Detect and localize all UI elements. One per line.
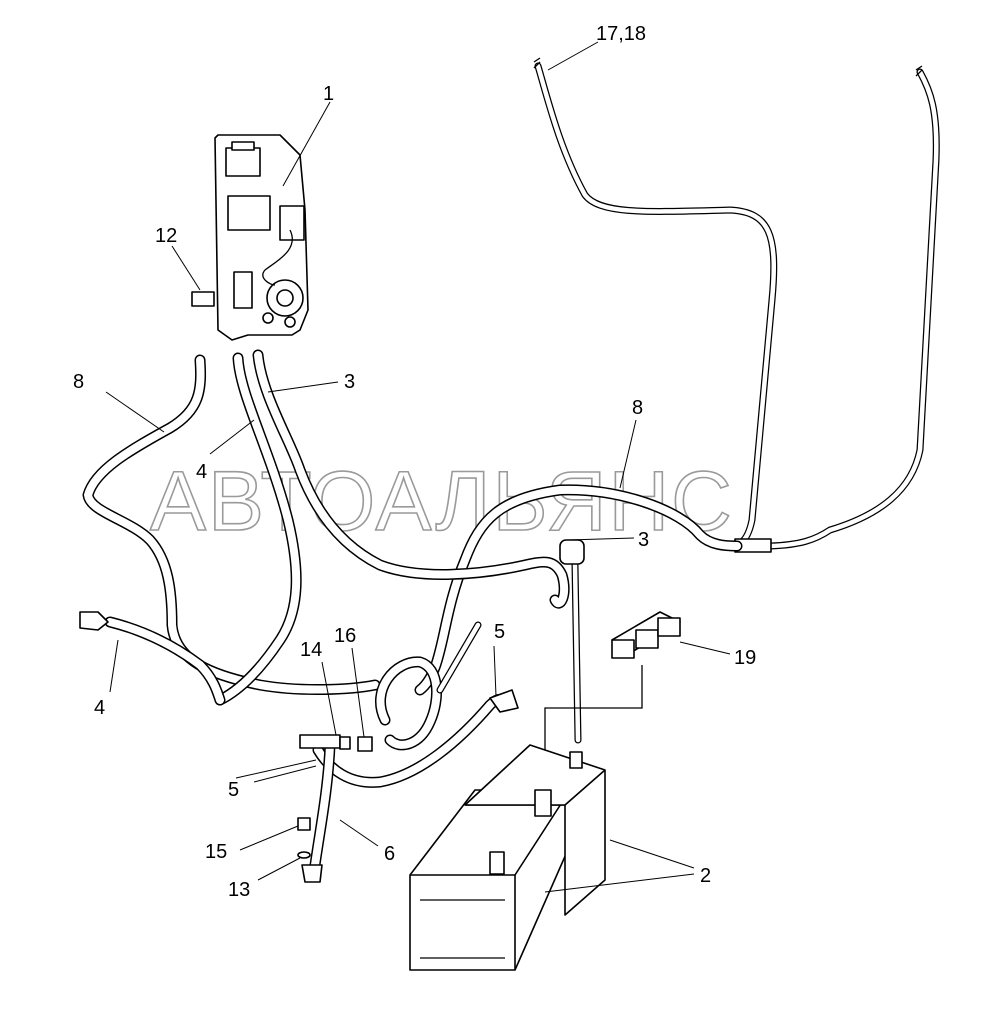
cable-loop bbox=[375, 621, 482, 751]
label-17-18: 17,18 bbox=[596, 23, 646, 45]
fuse-holder bbox=[233, 271, 253, 309]
relay-b bbox=[227, 195, 271, 231]
battery-front bbox=[409, 789, 571, 971]
leader-lines bbox=[105, 41, 731, 893]
washer-14 bbox=[339, 736, 351, 750]
label-6: 6 bbox=[384, 843, 395, 865]
clamp-3 bbox=[559, 539, 585, 565]
bolt-16 bbox=[357, 736, 373, 752]
nut-13 bbox=[297, 851, 311, 859]
label-4-lower: 4 bbox=[94, 697, 105, 719]
label-2: 2 bbox=[700, 865, 711, 887]
label-3-right: 3 bbox=[638, 529, 649, 551]
label-13: 13 bbox=[228, 879, 250, 901]
label-12: 12 bbox=[155, 225, 177, 247]
label-15: 15 bbox=[205, 841, 227, 863]
relay-a bbox=[225, 147, 261, 177]
label-14: 14 bbox=[300, 639, 322, 661]
label-19: 19 bbox=[734, 647, 756, 669]
cable-8 bbox=[82, 354, 743, 696]
fuse-block-19 bbox=[544, 611, 681, 790]
label-1: 1 bbox=[323, 83, 334, 105]
label-8-left: 8 bbox=[73, 371, 84, 393]
label-5-left: 5 bbox=[228, 779, 239, 801]
label-5-right: 5 bbox=[494, 621, 505, 643]
part-12 bbox=[191, 291, 215, 307]
lug-5 bbox=[489, 689, 519, 713]
label-3-top: 3 bbox=[344, 371, 355, 393]
cable-3 bbox=[252, 349, 585, 744]
lug-6 bbox=[299, 734, 341, 749]
cable-17-18 bbox=[533, 57, 940, 553]
label-8-right: 8 bbox=[632, 397, 643, 419]
cable-4 bbox=[79, 352, 302, 706]
label-16: 16 bbox=[334, 625, 356, 647]
bolt-15 bbox=[297, 817, 311, 831]
battery-rear bbox=[464, 744, 606, 916]
label-4-upper: 4 bbox=[196, 461, 207, 483]
cable-5 bbox=[312, 689, 519, 788]
cable-6 bbox=[299, 734, 341, 883]
hardware bbox=[297, 736, 373, 859]
relay-panel bbox=[191, 134, 309, 341]
lug-4 bbox=[79, 611, 109, 631]
